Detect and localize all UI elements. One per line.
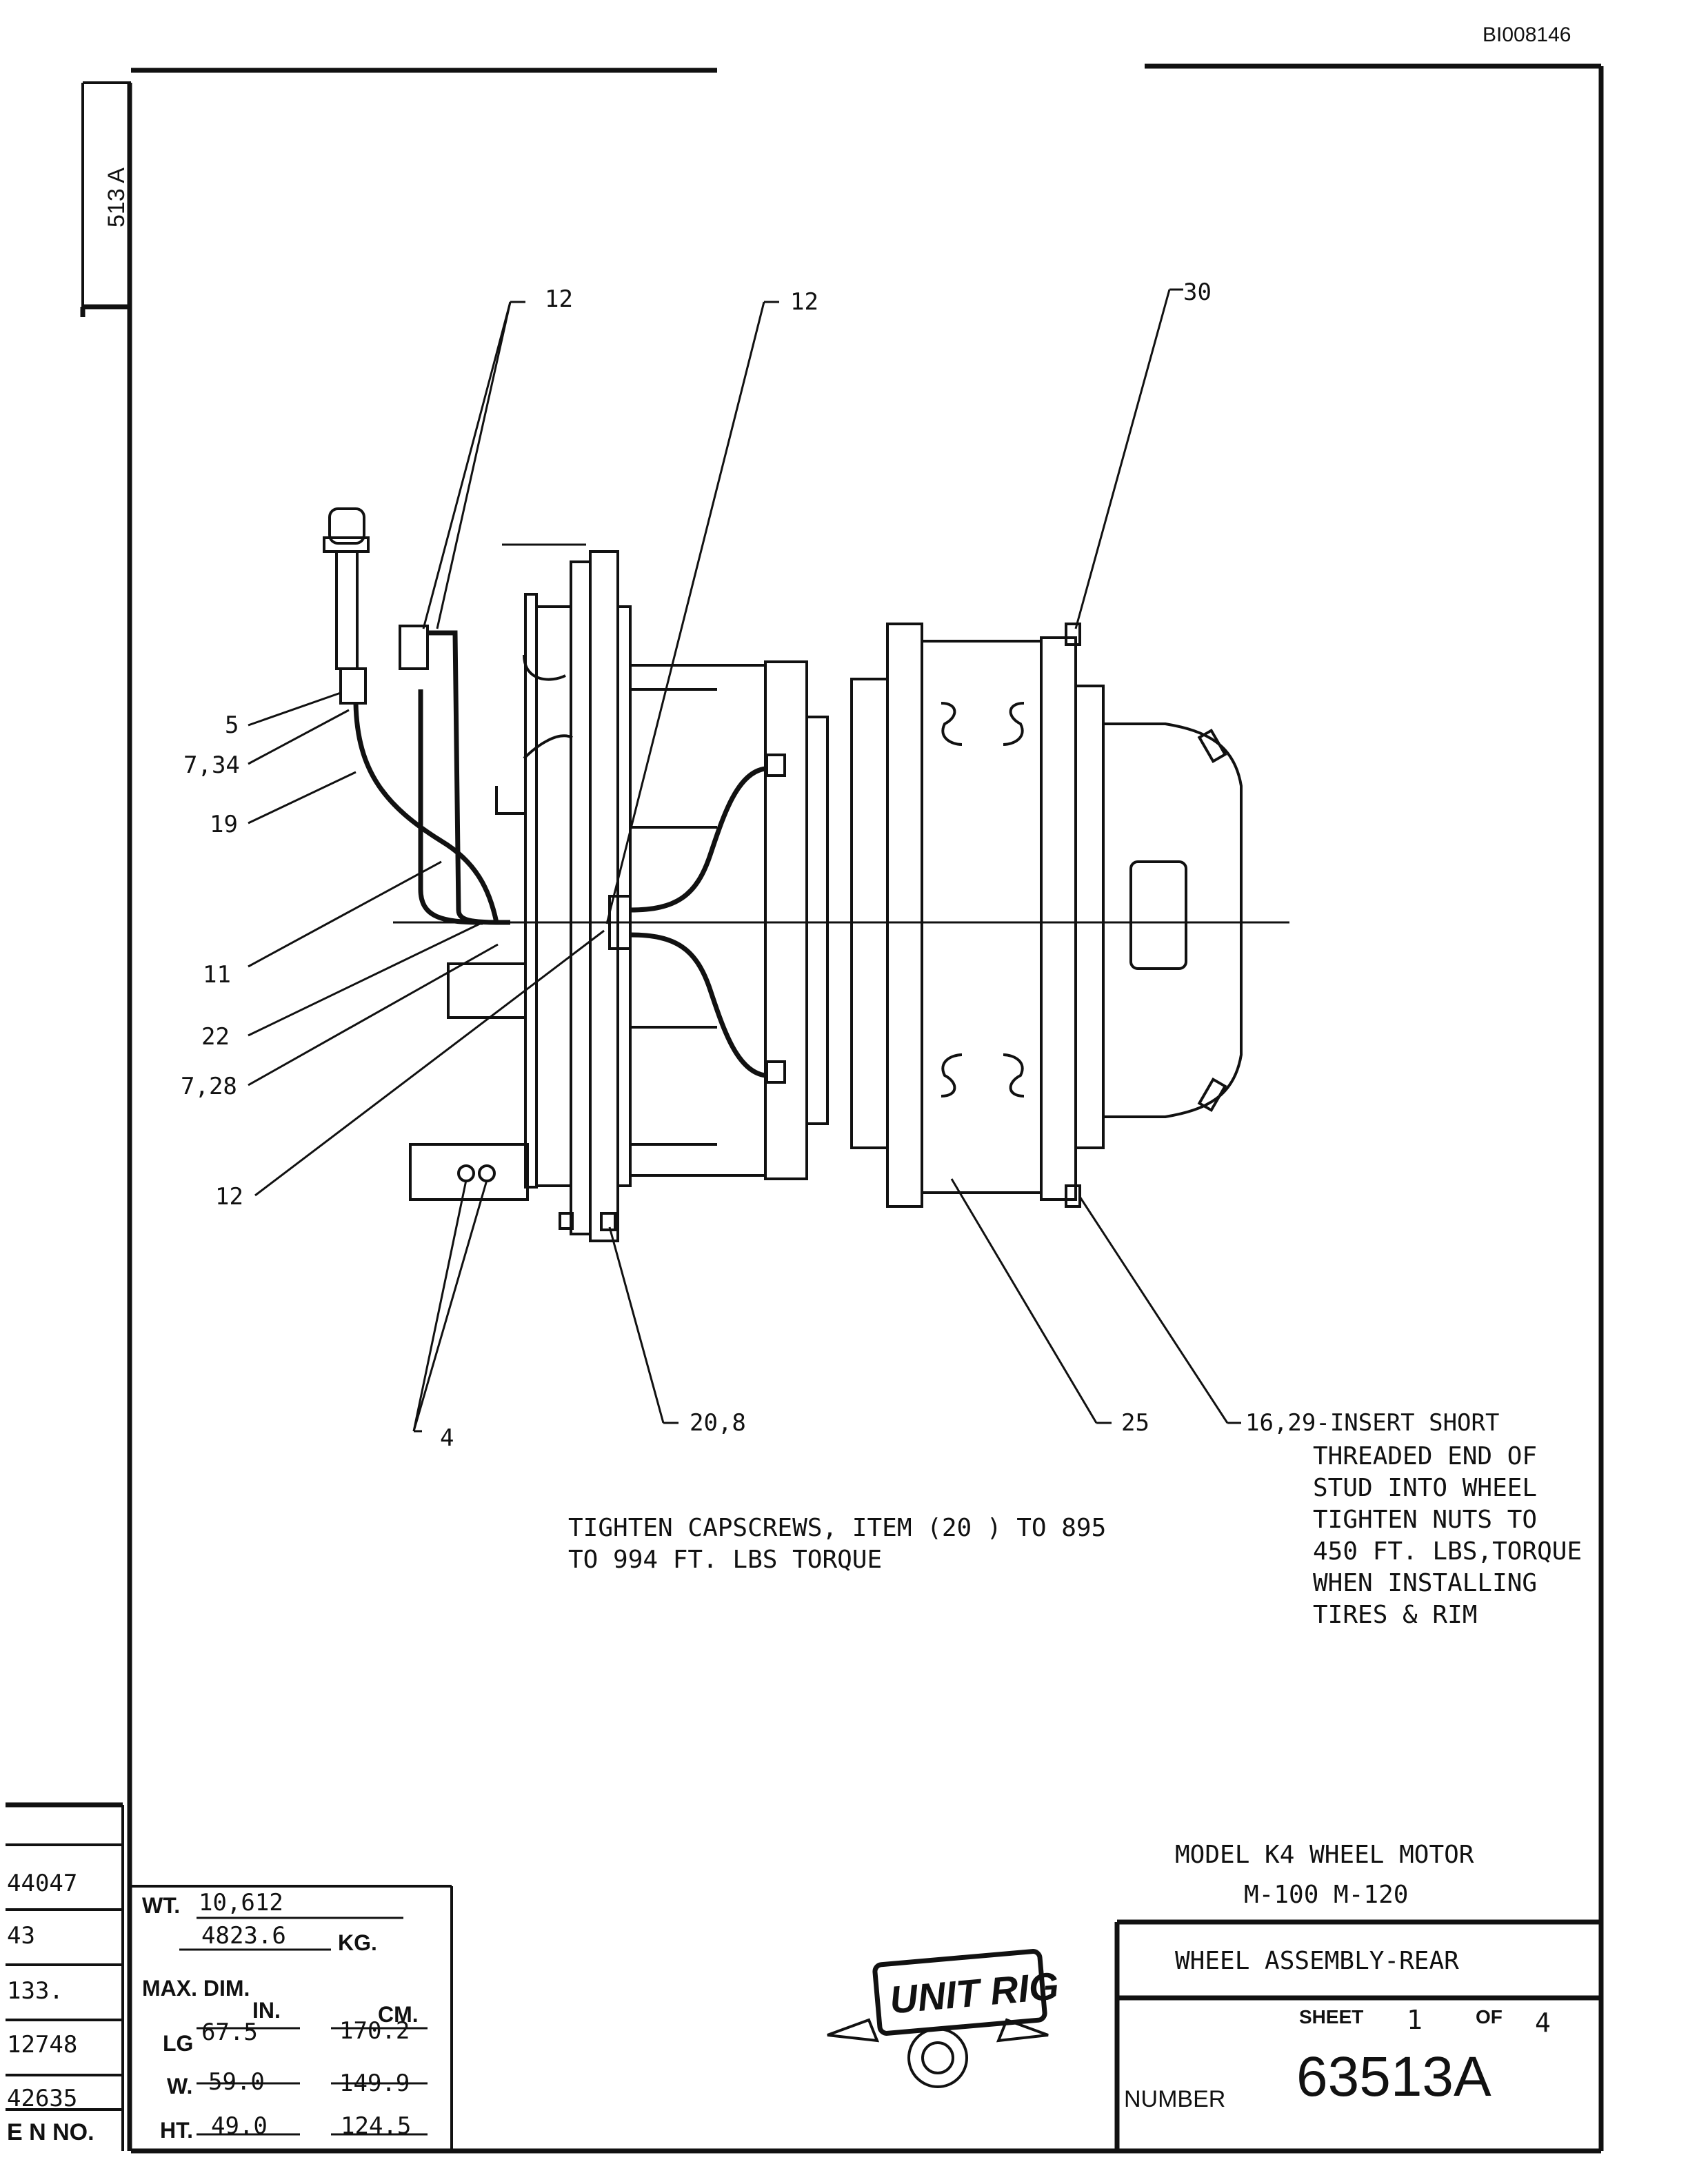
width-inches: 59.0 [208, 2068, 265, 2096]
callout-30: 30 [1183, 279, 1212, 306]
width-cm: 149.9 [339, 2070, 410, 2097]
document-id: BI008146 [1483, 23, 1571, 46]
assembly-title: WHEEL ASSEMBLY-REAR [1175, 1947, 1459, 1975]
centimeters-header: CM. [378, 2002, 419, 2027]
logo-drawing [827, 1949, 1049, 2088]
drawing-number: 63513A [1296, 2045, 1491, 2108]
revision-entry: 42635 [7, 2085, 78, 2112]
stud-install-note: THREADED END OF STUD INTO WHEEL TIGHTEN … [1313, 1442, 1582, 1629]
callout-22: 22 [201, 1023, 230, 1051]
revision-entry: 43 [7, 1922, 35, 1950]
callout-19: 19 [210, 811, 238, 838]
inches-header: IN. [252, 1998, 281, 2023]
sensor-assembly [323, 507, 511, 925]
model-title: MODEL K4 WHEEL MOTOR [1175, 1841, 1474, 1869]
callout-12-bottom: 12 [215, 1183, 243, 1211]
weight-label: WT. [142, 1893, 181, 1918]
callout-12-top-left: 12 [545, 285, 573, 313]
of-label: OF [1476, 2006, 1503, 2028]
motor-body [608, 660, 829, 1180]
height-label: HT. [160, 2118, 193, 2143]
rear-cover [1103, 722, 1243, 1118]
weight-box-lines [131, 1885, 453, 2151]
callout-12-top-center: 12 [790, 288, 818, 316]
callout-16-29: 16,29-INSERT SHORT [1245, 1409, 1500, 1437]
height-inches: 49.0 [211, 2112, 268, 2140]
height-cm: 124.5 [341, 2112, 412, 2140]
length-label: LG [163, 2031, 194, 2056]
revision-entry: 44047 [7, 1870, 78, 1897]
callout-7-34: 7,34 [183, 751, 240, 779]
title-block-lines [1114, 1919, 1601, 2151]
side-tab-label: 513 A [103, 168, 130, 228]
drawing-border [80, 63, 1604, 2154]
revision-entry: 12748 [7, 2031, 78, 2059]
revision-column-lines [6, 1802, 124, 2151]
model-variants: M-100 M-120 [1244, 1881, 1409, 1909]
weight-value: 10,612 [199, 1889, 283, 1917]
length-cm: 170.2 [339, 2017, 410, 2045]
length-inches: 67.5 [201, 2019, 258, 2046]
revision-column-header: E N NO. [7, 2119, 94, 2145]
kg-label: KG. [338, 1930, 377, 1955]
sheet-number: 1 [1407, 2005, 1423, 2035]
sheet-total: 4 [1535, 2008, 1551, 2038]
wheel-rim [850, 623, 1105, 1208]
callout-25: 25 [1121, 1409, 1149, 1437]
callout-5: 5 [225, 711, 239, 739]
leader-lines [248, 288, 1241, 1433]
callout-11: 11 [203, 961, 231, 989]
revision-entry: 133. [7, 1977, 63, 2005]
sheet-label: SHEET [1299, 2006, 1364, 2028]
capscrew-torque-note: TIGHTEN CAPSCREWS, ITEM (20 ) TO 895 TO … [568, 1514, 1107, 1574]
callout-7-28: 7,28 [181, 1073, 237, 1100]
width-label: W. [167, 2074, 193, 2099]
max-dim-label: MAX. DIM. [142, 1976, 250, 2001]
callout-4: 4 [440, 1424, 454, 1452]
weight-kg-value: 4823.6 [201, 1922, 286, 1950]
callout-20-8: 20,8 [690, 1409, 746, 1437]
number-label: NUMBER [1124, 2086, 1226, 2112]
left-housing [409, 543, 632, 1242]
